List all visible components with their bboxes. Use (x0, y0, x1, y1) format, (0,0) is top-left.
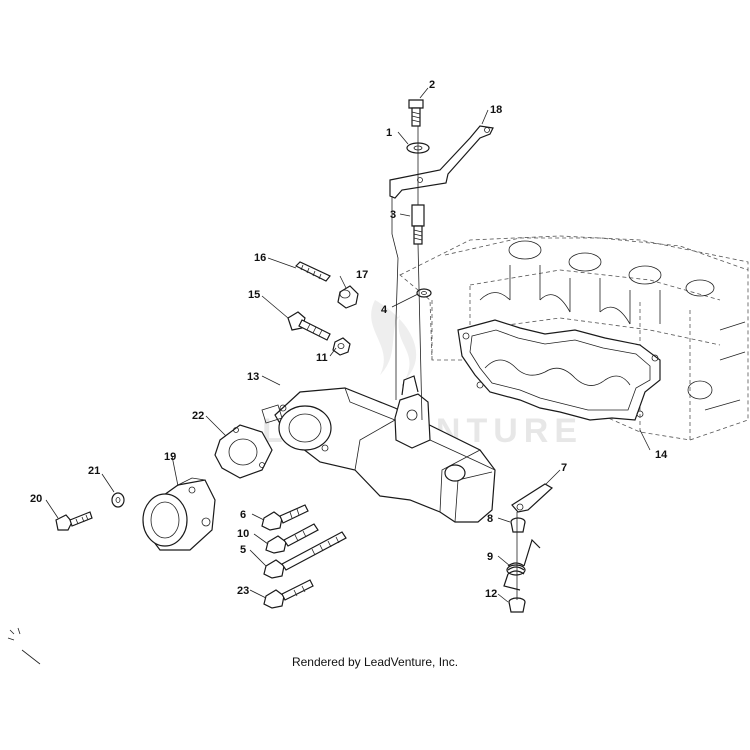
lever-7 (511, 483, 554, 513)
bushing-8 (510, 517, 526, 533)
callout-12: 12 (485, 588, 497, 600)
callout-3: 3 (390, 209, 396, 221)
engine-block (399, 235, 749, 441)
main-housing (261, 375, 496, 523)
leader-axis (417, 126, 423, 421)
flange-gasket (214, 424, 273, 479)
bolt-20 (55, 511, 93, 531)
leader-axis-2 (391, 196, 399, 400)
render-credit: Rendered by LeadVenture, Inc. (291, 655, 459, 669)
gasket (457, 319, 661, 421)
bolt-15 (287, 311, 331, 341)
callout-5: 5 (240, 544, 246, 556)
thermostat-cover (142, 477, 216, 551)
bolt-2 (408, 99, 424, 127)
bolt-6 (261, 504, 309, 531)
callout-9: 9 (487, 551, 493, 563)
bolt-10 (265, 523, 319, 554)
callout-11: 11 (316, 352, 328, 364)
callout-17: 17 (356, 269, 368, 281)
callout-18: 18 (490, 104, 502, 116)
callout-2: 2 (429, 79, 435, 91)
callout-7: 7 (561, 462, 567, 474)
bolt-5 (263, 531, 347, 579)
support-bracket (389, 125, 494, 199)
callout-6: 6 (240, 509, 246, 521)
sleeve-17 (337, 285, 359, 309)
bushing-12 (508, 597, 526, 613)
callout-10: 10 (237, 528, 249, 540)
washer-21 (111, 492, 125, 508)
callout-23: 23 (237, 585, 249, 597)
callout-15: 15 (248, 289, 260, 301)
callout-4: 4 (381, 304, 388, 316)
standoff-3 (411, 204, 425, 245)
callout-21: 21 (88, 465, 100, 477)
callout-1: 1 (386, 127, 392, 139)
stud-16 (294, 261, 331, 282)
callout-14: 14 (655, 449, 668, 461)
nut-11 (332, 337, 351, 356)
callout-13: 13 (247, 371, 259, 383)
callout-16: 16 (254, 252, 266, 264)
callout-20: 20 (30, 493, 42, 505)
callout-22: 22 (192, 410, 204, 422)
washer-4 (416, 288, 432, 298)
callout-labels: 1 2 3 4 5 6 7 8 9 10 11 12 13 14 15 16 1… (30, 79, 668, 600)
bolt-23 (263, 579, 314, 609)
callout-8: 8 (487, 513, 493, 525)
callout-leaders (45, 87, 651, 603)
callout-19: 19 (164, 451, 176, 463)
spark-marks (7, 627, 41, 665)
